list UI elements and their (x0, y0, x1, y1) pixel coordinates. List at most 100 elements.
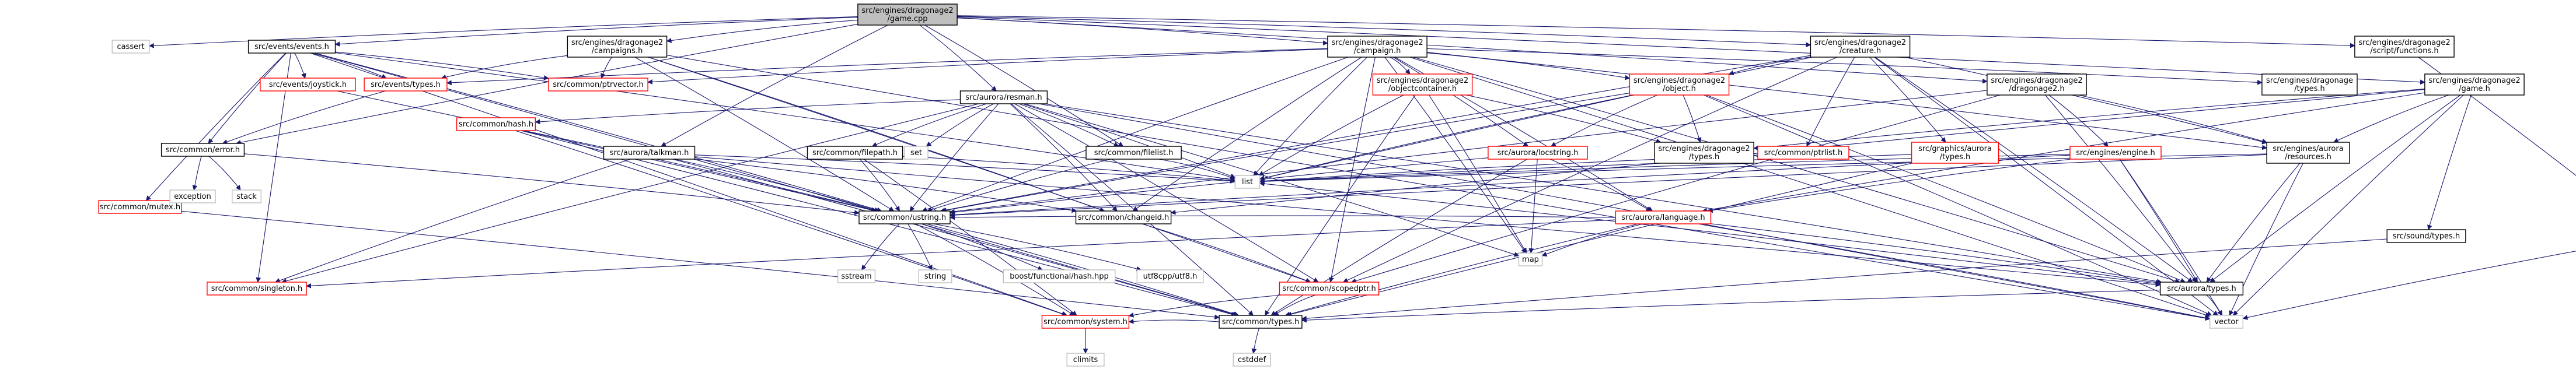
node-label: /resources.h (2285, 153, 2331, 161)
node-label: set (910, 149, 922, 157)
node-label: src/events/types.h (371, 80, 441, 89)
graph-node-set[interactable]: set (904, 146, 929, 160)
graph-edge (922, 57, 1349, 212)
graph-node-map[interactable]: map (1518, 252, 1543, 266)
graph-node-campaigns-h[interactable]: src/engines/dragonage2/campaigns.h (567, 36, 668, 58)
graph-edge (950, 154, 2267, 218)
node-box (857, 3, 958, 26)
graph-edge (1707, 159, 2071, 213)
graph-node-filepath-h[interactable]: src/common/filepath.h (807, 146, 903, 160)
graph-edge (2078, 94, 2267, 144)
node-box (2266, 142, 2350, 164)
node-label: src/common/ustring.h (863, 213, 946, 222)
graph-node-mutex-h[interactable]: src/common/mutex.h (98, 200, 182, 214)
graph-edge (1301, 238, 2387, 321)
node-label: src/aurora/types.h (2167, 284, 2236, 293)
graph-node-scopedptr-h[interactable]: src/common/scopedptr.h (1279, 282, 1380, 296)
graph-node-climits[interactable]: climits (1066, 353, 1105, 367)
node-label: string (924, 272, 946, 281)
graph-edge (1328, 57, 1376, 283)
graph-edge (1259, 94, 1633, 181)
graph-edge (244, 153, 860, 216)
graph-node-resman-h[interactable]: src/aurora/resman.h (959, 90, 1048, 104)
graph-node-singleton-h[interactable]: src/common/singleton.h (207, 282, 307, 296)
graph-node-cassert[interactable]: cassert (111, 40, 150, 54)
graph-node-da2-game-h[interactable]: src/engines/dragonage2/game.h (2424, 73, 2525, 96)
graph-node-language-h[interactable]: src/aurora/language.h (1615, 210, 1712, 224)
graph-node-list[interactable]: list (1234, 175, 1261, 189)
graph-node-hash-h[interactable]: src/common/hash.h (456, 117, 536, 131)
graph-edge (919, 24, 997, 92)
graph-node-talkman-h[interactable]: src/aurora/talkman.h (603, 146, 696, 160)
graph-edge (957, 15, 2355, 48)
graph-edge (1014, 103, 1319, 283)
graph-edge (315, 52, 882, 213)
graph-edge (2206, 294, 2222, 316)
node-label: cstddef (1238, 356, 1266, 364)
node-box (232, 189, 261, 203)
graph-node-cstddef[interactable]: cstddef (1233, 353, 1271, 367)
graph-node-system-h[interactable]: src/common/system.h (1041, 315, 1130, 329)
graph-node-joystick-h[interactable]: src/events/joystick.h (260, 78, 356, 92)
graph-edge (1158, 159, 1236, 180)
graph-node-scriptfunctions-h[interactable]: src/engines/dragonage2/script/functions.… (2354, 36, 2455, 58)
graph-node-filelist-h[interactable]: src/common/filelist.h (1085, 146, 1182, 160)
node-label: /game.h (2459, 85, 2490, 93)
graph-node-changeid-h[interactable]: src/common/changeid.h (1075, 210, 1172, 224)
graph-edge (1728, 57, 1811, 76)
graph-node-vector[interactable]: vector (2209, 315, 2243, 329)
graph-node-object-h[interactable]: src/engines/dragonage2/object.h (1629, 73, 1730, 96)
graph-edge (926, 223, 1240, 317)
graph-node-ptrvector-h[interactable]: src/common/ptrvector.h (548, 78, 648, 92)
node-label: /dragonage2.h (2009, 85, 2064, 93)
graph-node-campaign-h[interactable]: src/engines/dragonage2/campaign.h (1327, 36, 1427, 58)
graph-edge (1703, 94, 2212, 316)
graph-edge (933, 223, 1142, 272)
graph-node-string[interactable]: string (918, 269, 952, 283)
graph-node-error-h[interactable]: src/common/error.h (160, 143, 245, 157)
graph-node-objectcontainer-h[interactable]: src/engines/dragonage2/objectcontainer.h (1372, 73, 1473, 96)
graph-node-ptrlist-h[interactable]: src/common/ptrlist.h (1757, 146, 1849, 160)
graph-node-events-types-h[interactable]: src/events/types.h (364, 78, 448, 92)
graph-edge (1806, 57, 1855, 147)
graph-node-da2-types-h[interactable]: src/engines/dragonage2/types.h (1654, 142, 1754, 164)
node-box (456, 117, 536, 131)
graph-edge (902, 156, 1236, 184)
graph-node-utf8[interactable]: utf8cpp/utf8.h (1136, 269, 1204, 283)
graph-edge (1259, 57, 1813, 181)
graph-node-graphics-types-h[interactable]: src/graphics/aurora/types.h (1911, 142, 1999, 164)
node-box (169, 189, 216, 203)
graph-node-sound-types-h[interactable]: src/sound/types.h (2386, 229, 2466, 243)
node-box (837, 269, 876, 283)
node-box (1085, 146, 1182, 160)
graph-node-common-types-h[interactable]: src/common/types.h (1219, 315, 1303, 329)
graph-node-resources-h[interactable]: src/engines/aurora/resources.h (2266, 142, 2350, 164)
node-label: src/engines/dragonage2 (1658, 145, 1750, 153)
node-label: src/common/filepath.h (812, 149, 898, 157)
graph-edge (1350, 94, 2001, 283)
graph-node-creature-h[interactable]: src/engines/dragonage2/creature.h (1810, 36, 1911, 58)
graph-node-sstream[interactable]: sstream (837, 269, 876, 283)
graph-edge (310, 52, 1068, 317)
graph-node-dragonage2-h[interactable]: src/engines/dragonage2/dragonage2.h (1987, 73, 2087, 96)
node-label: src/aurora/locstring.h (1498, 149, 1579, 157)
graph-node-game-cpp[interactable]: src/engines/dragonage2/game.cpp (857, 3, 958, 26)
graph-edge (1258, 94, 1404, 176)
graph-node-ustring-h[interactable]: src/common/ustring.h (858, 210, 951, 224)
graph-node-engine-h[interactable]: src/engines/engine.h (2069, 146, 2162, 160)
graph-edge (648, 57, 1311, 283)
node-label: src/engines/dragonage2 (861, 6, 953, 15)
graph-node-aurora-types-h[interactable]: src/aurora/types.h (2159, 282, 2244, 296)
node-label: src/engines/dragonage2 (2358, 38, 2450, 47)
graph-node-exception[interactable]: exception (169, 189, 216, 203)
node-label: src/common/filelist.h (1094, 149, 1174, 157)
graph-node-boost-hash[interactable]: boost/functional/hash.hpp (1003, 269, 1116, 283)
node-box (2354, 36, 2455, 58)
graph-node-events-h[interactable]: src/events/events.h (247, 40, 336, 54)
graph-node-stack[interactable]: stack (232, 189, 261, 203)
graph-node-locstring-h[interactable]: src/aurora/locstring.h (1488, 146, 1588, 160)
node-box (1810, 36, 1911, 58)
node-box (207, 282, 307, 296)
graph-node-dragonage-types-h[interactable]: src/engines/dragonage/types.h (2261, 73, 2358, 96)
